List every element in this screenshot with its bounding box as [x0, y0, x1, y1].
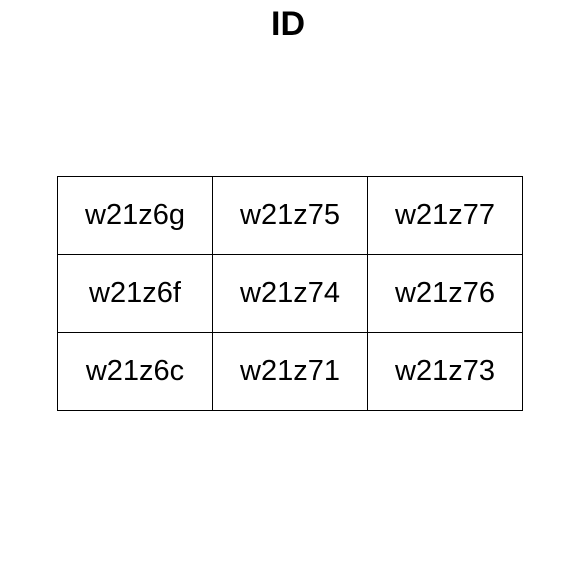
grid-cell: w21z6g [57, 176, 213, 255]
grid-cell: w21z6c [57, 332, 213, 411]
grid-cell: w21z73 [367, 332, 523, 411]
grid-cell: w21z77 [367, 176, 523, 255]
grid-row: w21z6g w21z75 w21z77 [57, 176, 523, 255]
grid-cell: w21z74 [212, 254, 368, 333]
id-grid: w21z6g w21z75 w21z77 w21z6f w21z74 w21z7… [57, 176, 523, 411]
grid-cell: w21z6f [57, 254, 213, 333]
grid-cell: w21z76 [367, 254, 523, 333]
grid-row: w21z6f w21z74 w21z76 [57, 254, 523, 333]
grid-row: w21z6c w21z71 w21z73 [57, 332, 523, 411]
diagram-title: ID [271, 5, 305, 43]
grid-cell: w21z75 [212, 176, 368, 255]
grid-cell: w21z71 [212, 332, 368, 411]
